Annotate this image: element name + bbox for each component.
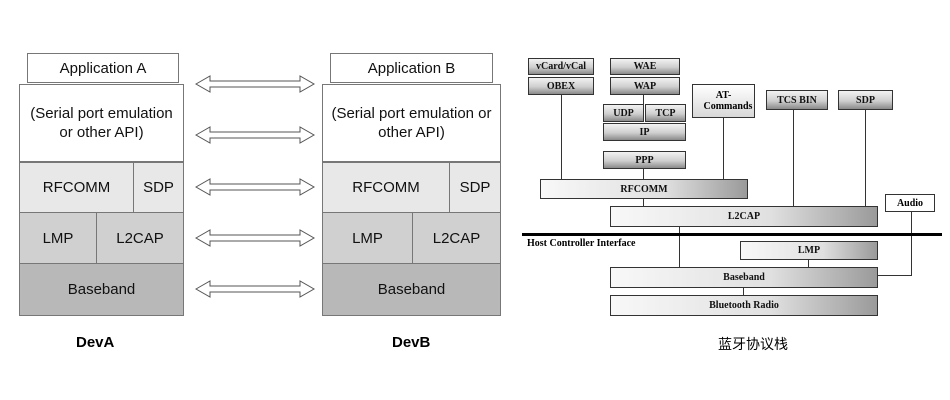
stack-lmp-box: LMP: [740, 241, 878, 260]
devB-baseband-box: Baseband: [322, 263, 501, 316]
devA-sdp-box: SDP: [133, 162, 184, 213]
devB-application-label: Application B: [367, 59, 456, 77]
devA-sdp-label: SDP: [143, 179, 174, 196]
stack-ppp-box: PPP: [603, 151, 686, 169]
arrow-lmp: [194, 229, 316, 247]
stack-at-commands-label: AT-Commands: [703, 90, 753, 112]
devB-name: DevB: [392, 334, 431, 351]
stack-radio-label: Bluetooth Radio: [709, 300, 779, 311]
devB-rfcomm-box: RFCOMM: [322, 162, 450, 213]
connector-l2cap-baseband: [679, 227, 680, 267]
devA-lmp-box: LMP: [19, 212, 97, 264]
devA-name: DevA: [76, 334, 115, 351]
stack-baseband-box: Baseband: [610, 267, 878, 288]
connector-baseband-radio: [743, 288, 744, 295]
devB-rfcomm-label: RFCOMM: [352, 179, 420, 196]
devA-rfcomm-box: RFCOMM: [19, 162, 134, 213]
stack-audio-label: Audio: [896, 197, 924, 209]
devB-sdp-box: SDP: [449, 162, 501, 213]
stack-sdp-box: SDP: [838, 90, 893, 110]
stack-l2cap-box: L2CAP: [610, 206, 878, 227]
connector-lmp-baseband: [808, 260, 809, 267]
devB-baseband-label: Baseband: [377, 281, 446, 298]
stack-udp-box: UDP: [603, 104, 644, 122]
devA-baseband-label: Baseband: [67, 281, 136, 298]
devA-rfcomm-label: RFCOMM: [42, 179, 111, 196]
devA-api-box: (Serial port emulation or other API): [19, 84, 184, 162]
connector-audio-horizontal: [878, 275, 912, 276]
stack-wap-label: WAP: [633, 80, 657, 92]
arrow-application: [194, 75, 316, 93]
devA-lmp-label: LMP: [42, 229, 74, 247]
devA-l2cap-label: L2CAP: [116, 229, 164, 247]
stack-tcsbin-label: TCS BIN: [777, 94, 817, 106]
devB-lmp-box: LMP: [322, 212, 413, 264]
stack-obex-label: OBEX: [546, 80, 576, 92]
devA-l2cap-box: L2CAP: [96, 212, 184, 264]
devA-application-box: Application A: [27, 53, 179, 83]
stack-tcp-label: TCP: [655, 107, 676, 119]
devA-api-label: (Serial port emulation or other API): [30, 105, 173, 141]
stack-tcp-box: TCP: [645, 104, 686, 122]
stack-rfcomm-label: RFCOMM: [620, 183, 668, 195]
stack-udp-label: UDP: [613, 107, 634, 119]
connector-wap-udp: [643, 95, 644, 104]
devB-l2cap-label: L2CAP: [432, 229, 481, 247]
connector-ppp-rfcomm: [643, 169, 644, 179]
stack-tcsbin-box: TCS BIN: [766, 90, 828, 110]
stack-audio-box: Audio: [885, 194, 935, 212]
stack-vcard-box: vCard/vCal: [528, 58, 594, 75]
stack-sdp-label: SDP: [856, 94, 875, 106]
arrow-baseband: [194, 280, 316, 298]
stack-ppp-label: PPP: [635, 154, 654, 166]
stack-rfcomm-box: RFCOMM: [540, 179, 748, 199]
arrows-group: [194, 75, 316, 298]
connector-obex-rfcomm: [561, 95, 562, 179]
devA-application-label: Application A: [59, 59, 147, 77]
devB-l2cap-box: L2CAP: [412, 212, 501, 264]
arrow-api: [194, 126, 316, 144]
stack-wae-label: WAE: [633, 61, 657, 72]
devB-lmp-label: LMP: [352, 229, 383, 247]
stack-obex-box: OBEX: [528, 77, 594, 95]
stack-wae-box: WAE: [610, 58, 680, 75]
devA-baseband-box: Baseband: [19, 263, 184, 316]
stack-ip-label: IP: [639, 126, 650, 138]
devB-application-box: Application B: [330, 53, 493, 83]
stack-radio-box: Bluetooth Radio: [610, 295, 878, 316]
stack-ip-box: IP: [603, 123, 686, 141]
hci-divider: [522, 233, 942, 236]
connector-tcsbin-l2cap: [793, 110, 794, 206]
connector-audio-baseband: [911, 212, 912, 275]
stack-wap-box: WAP: [610, 77, 680, 95]
devB-sdp-label: SDP: [459, 179, 491, 196]
stack-caption: 蓝牙协议栈: [718, 337, 788, 353]
devB-api-label: (Serial port emulation or other API): [331, 105, 492, 141]
connector-sdp-l2cap: [865, 110, 866, 206]
stack-lmp-label: LMP: [797, 245, 821, 256]
arrow-rfcomm: [194, 178, 316, 196]
hci-label: Host Controller Interface: [527, 238, 636, 249]
stack-at-commands-box: AT-Commands: [692, 84, 755, 118]
stack-vcard-label: vCard/vCal: [536, 61, 586, 72]
stack-l2cap-label: L2CAP: [727, 211, 761, 222]
connector-at-rfcomm: [723, 118, 724, 179]
devB-api-box: (Serial port emulation or other API): [322, 84, 501, 162]
stack-baseband-label: Baseband: [723, 272, 765, 283]
connector-rfcomm-l2cap: [643, 199, 644, 206]
